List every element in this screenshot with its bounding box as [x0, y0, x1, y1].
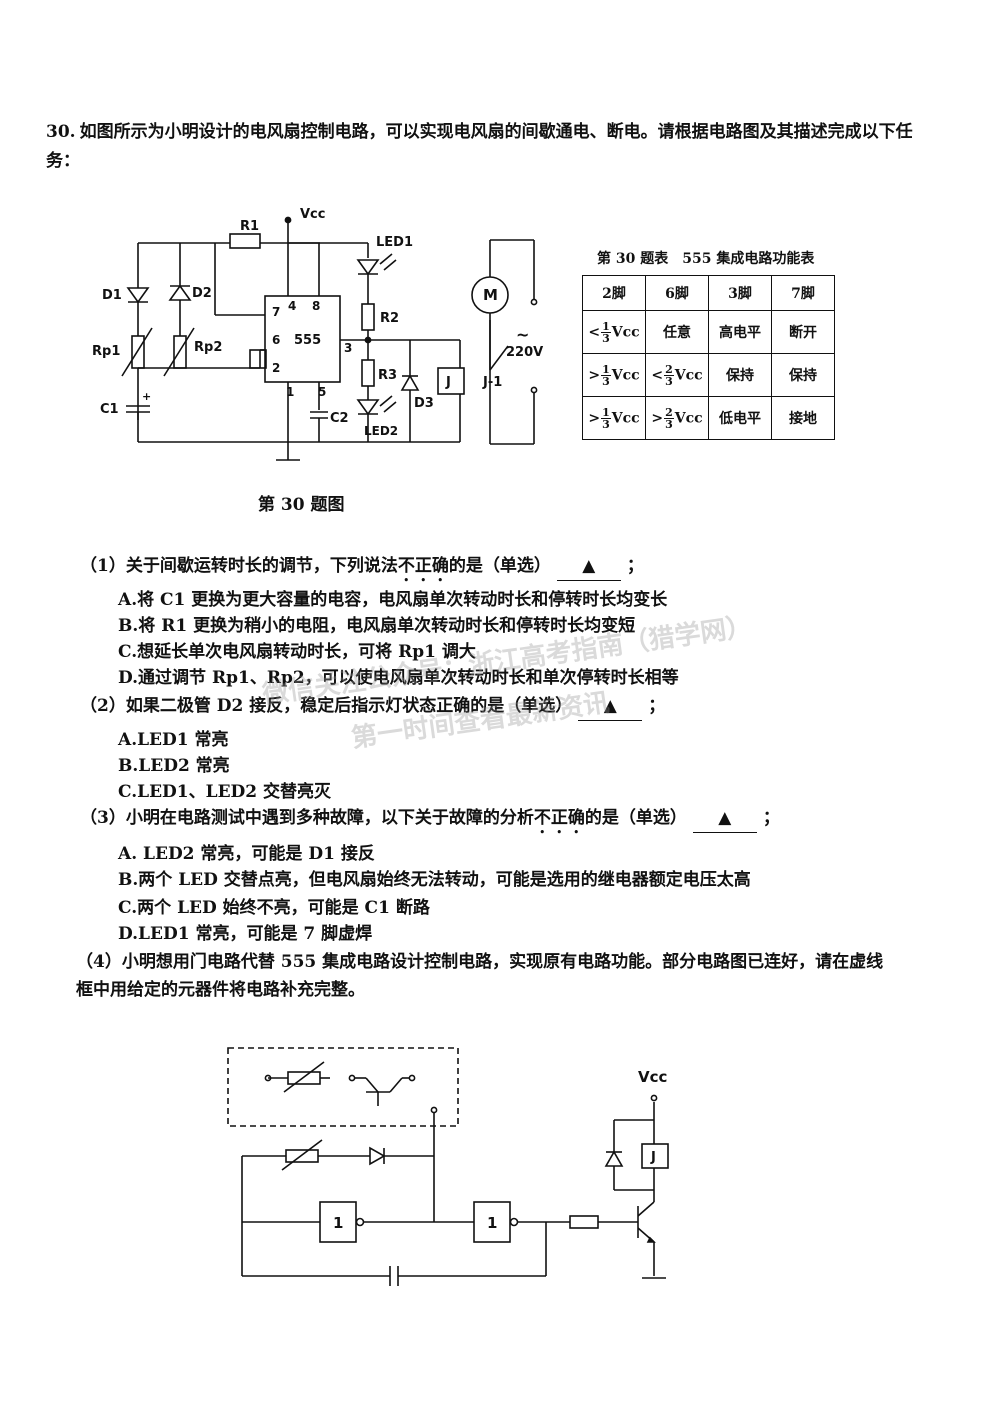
q4-prompt: （4）小明想用门电路代替 555 集成电路设计控制电路，实现原有电路功能。部分电… [76, 952, 884, 1000]
table-header: 6脚 [645, 275, 709, 311]
table-header: 3脚 [708, 275, 772, 311]
ac-symbol: ~ [516, 325, 529, 344]
not-gate-2-label: 1 [487, 1214, 497, 1232]
pin5-label: 5 [318, 385, 326, 399]
table-cell: 保持 [708, 353, 772, 397]
pin4-label: 4 [288, 299, 296, 313]
r2-label: R2 [380, 311, 399, 326]
pin8-label: 8 [312, 299, 320, 313]
c2-label: C2 [330, 411, 349, 426]
question-stem: 30.如图所示为小明设计的电风扇控制电路，可以实现电风扇的间歇通电、断电。请根据… [46, 118, 926, 176]
r3-label: R3 [378, 368, 397, 383]
led2-label: LED2 [364, 424, 398, 438]
relay-label: J [445, 375, 451, 390]
c1-label: C1 [100, 402, 119, 417]
pin7-label: 7 [272, 305, 280, 319]
table-header: 7脚 [771, 275, 835, 311]
pin6-label: 6 [272, 333, 280, 347]
voltage-label: 220V [506, 345, 543, 360]
q3-answer-blank[interactable]: ▲ [692, 804, 757, 833]
d2-label: D2 [192, 286, 212, 301]
question-number: 30. [46, 122, 76, 142]
table-cell: 高电平 [708, 310, 772, 354]
q2-option-a: A.LED1 常亮 [118, 730, 229, 750]
q2-option-c: C.LED1、LED2 交替亮灭 [118, 782, 332, 802]
q1-option-d: D.通过调节 Rp1、Rp2，可以使电风扇单次转动时长和单次停转时长相等 [118, 668, 679, 688]
r1-label: R1 [240, 219, 259, 234]
contact-label: J-1 [482, 375, 502, 390]
pin3-label: 3 [344, 341, 352, 355]
table-header-row: 2脚 6脚 3脚 7脚 [582, 275, 835, 311]
c1-plus-label: + [142, 390, 151, 403]
table-cell: 断开 [771, 310, 835, 354]
q1-prompt: （1）关于间歇运转时长的调节，下列说法不正确的是（单选）▲； [80, 552, 644, 586]
q1-option-a: A.将 C1 更换为更大容量的电容，电风扇单次转动时长和停转时长均变长 [118, 590, 668, 610]
figure-caption: 第 30 题图 [258, 495, 345, 515]
q2-prompt: （2）如果二极管 D2 接反，稳定后指示灯状态正确的是（单选）▲； [80, 692, 665, 721]
q1-option-c: C.想延长单次电风扇转动时长，可将 Rp1 调大 [118, 642, 476, 662]
rp1-label: Rp1 [92, 344, 120, 359]
table-cell: 任意 [645, 310, 709, 354]
q3-prompt: （3）小明在电路测试中遇到多种故障，以下关于故障的分析不正确的是（单选）▲； [80, 804, 780, 838]
q1-answer-blank[interactable]: ▲ [556, 552, 621, 581]
table-caption: 第 30 题表 555 集成电路功能表 [597, 251, 815, 267]
q3-option-b: B.两个 LED 交替点亮，但电风扇始终无法转动，可能是选用的继电器额定电压太高 [118, 870, 751, 890]
table-header: 2脚 [582, 275, 646, 311]
question-stem-text: 如图所示为小明设计的电风扇控制电路，可以实现电风扇的间歇通电、断电。请根据电路图… [46, 122, 913, 171]
vcc-label-2: Vcc [638, 1068, 667, 1086]
circuit-diagram-555: Vcc R1 LED1 D1 D2 Rp1 Rp2 C1 + 4 8 7 6 5… [92, 207, 543, 461]
table-cell: 保持 [771, 353, 835, 397]
relay-label-2: J [650, 1150, 656, 1165]
not-gate-1-label: 1 [333, 1214, 343, 1232]
pin2-label: 2 [272, 361, 280, 375]
circuit-diagram-gates: Vcc J 1 1 [227, 1047, 669, 1286]
pin1-label: 1 [286, 385, 294, 399]
rp2-label: Rp2 [194, 340, 222, 355]
vcc-label: Vcc [300, 207, 325, 222]
led1-label: LED1 [376, 235, 413, 250]
d3-label: D3 [414, 396, 434, 411]
q3-option-d: D.LED1 常亮，可能是 7 脚虚焊 [118, 924, 373, 944]
motor-label: M [483, 286, 498, 304]
q2-answer-blank[interactable]: ▲ [578, 692, 643, 721]
q1-option-b: B.将 R1 更换为稍小的电阻，电风扇单次转动时长和停转时长均变短 [118, 616, 636, 636]
table-cell: 接地 [771, 396, 835, 440]
answer-dashed-box [227, 1047, 459, 1127]
q3-option-c: C.两个 LED 始终不亮，可能是 C1 断路 [118, 898, 430, 918]
chip-label: 555 [294, 333, 321, 348]
table-cell: 低电平 [708, 396, 772, 440]
d1-label: D1 [102, 288, 122, 303]
q2-option-b: B.LED2 常亮 [118, 756, 230, 776]
q3-option-a: A. LED2 常亮，可能是 D1 接反 [118, 844, 375, 864]
